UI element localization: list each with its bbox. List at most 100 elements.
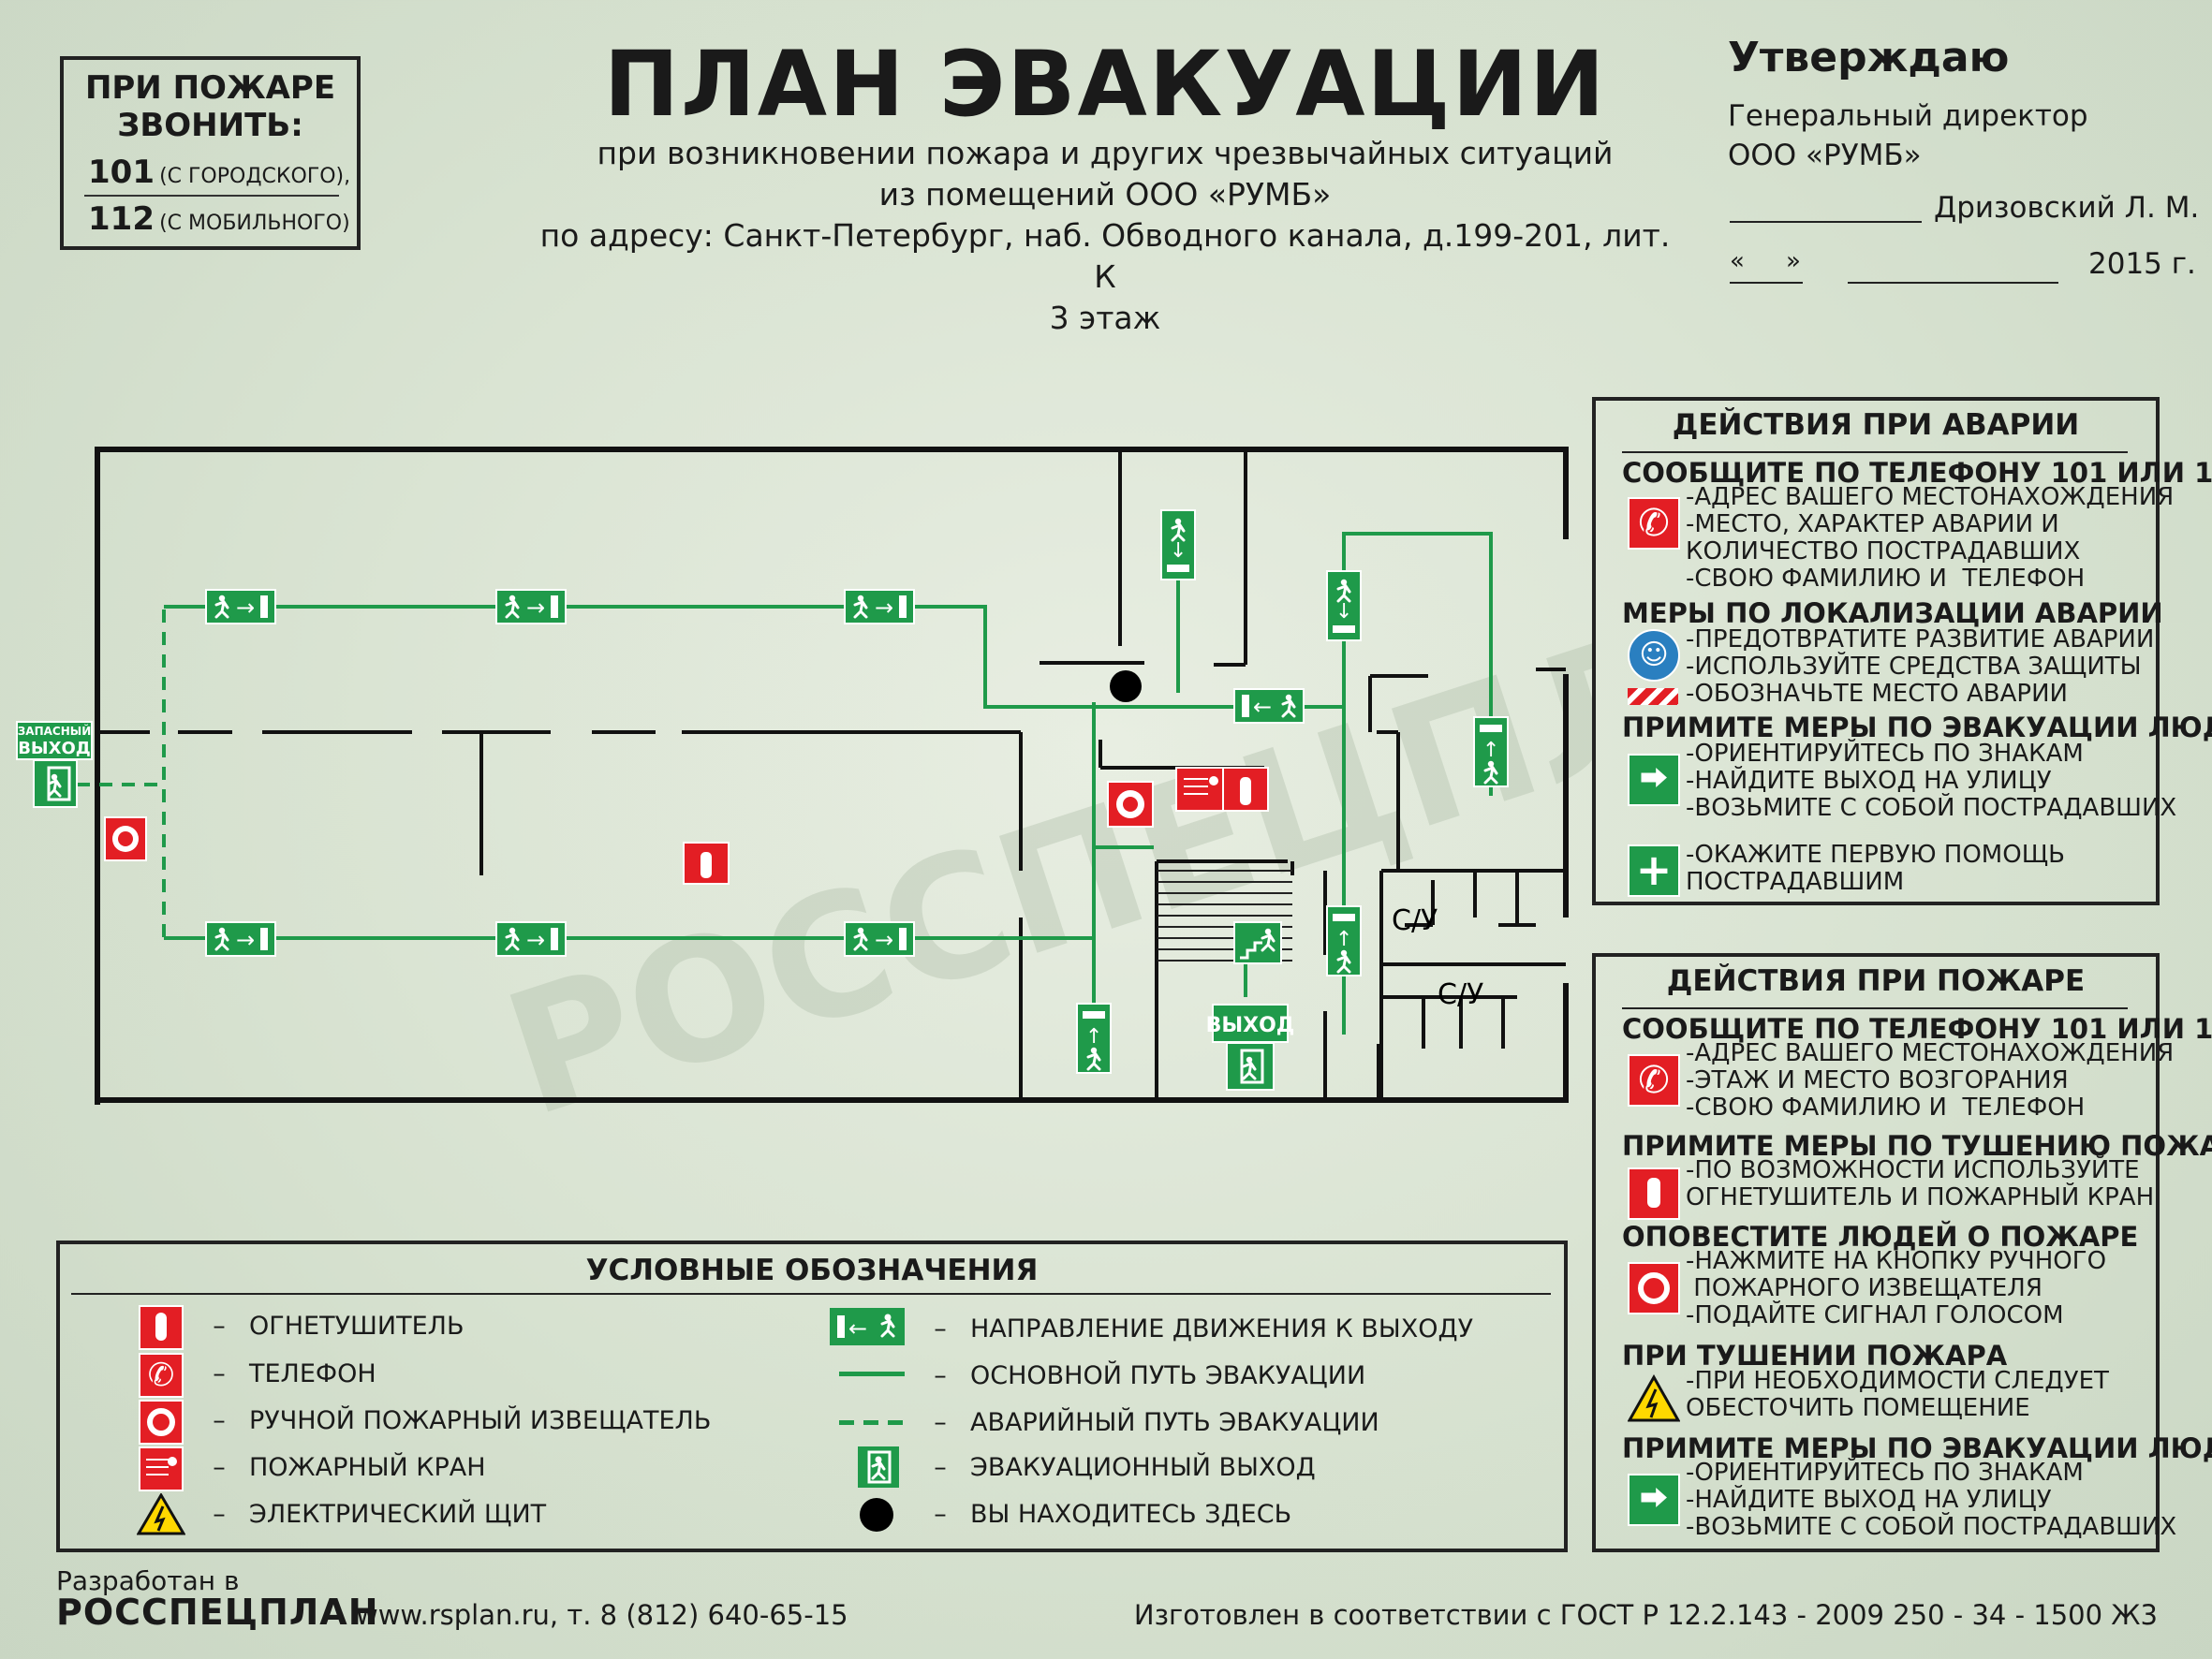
exit-icon: ⮕ xyxy=(1628,1474,1680,1526)
legend-dash: – xyxy=(934,1452,947,1482)
legend-extinguisher-icon xyxy=(139,1305,184,1350)
fire-extinguisher-icon xyxy=(1628,1167,1680,1220)
approval-name: Дризовский Л. М. xyxy=(1934,191,2200,225)
spare-exit: ЗАПАСНЫЙ ВЫХОД xyxy=(16,721,93,808)
fire-hydrant xyxy=(1175,767,1224,812)
page-subtitle-2: из помещений ООО «РУМБ» xyxy=(878,176,1332,213)
legend-electric-panel-icon xyxy=(136,1492,186,1536)
page-header: ПЛАН ЭВАКУАЦИИ при возникновении пожара … xyxy=(524,36,1686,339)
spare-exit-label-1: ЗАПАСНЫЙ xyxy=(18,724,91,738)
legend-dash: – xyxy=(213,1311,226,1341)
legend-item-you-are-here: ВЫ НАХОДИТЕСЬ ЗДЕСЬ xyxy=(970,1499,1292,1529)
date-close-quote: » xyxy=(1786,247,1801,275)
svg-text:↑: ↑ xyxy=(1482,739,1499,762)
fire-t2: -ПО ВОЗМОЖНОСТИ ИСПОЛЬЗУЙТЕ ОГНЕТУШИТЕЛЬ… xyxy=(1686,1156,2155,1211)
developer-logo-text: РОССПЕЦПЛАН xyxy=(56,1592,379,1633)
svg-text:↑: ↑ xyxy=(1335,928,1352,951)
main-exit: ВЫХОД xyxy=(1206,1004,1295,1091)
accident-title: ДЕЙСТВИЯ ПРИ АВАРИИ xyxy=(1672,408,2080,442)
legend-title: УСЛОВНЫЕ ОБОЗНАЧЕНИЯ xyxy=(585,1254,1039,1287)
svg-text:→: → xyxy=(236,927,255,953)
accident-t3: -ОРИЕНТИРУЙТЕСЬ ПО ЗНАКАМ -НАЙДИТЕ ВЫХОД… xyxy=(1686,740,2177,822)
page-address: по адресу: Санкт-Петербург, наб. Обводно… xyxy=(539,217,1671,295)
svg-text:→: → xyxy=(526,927,545,953)
svg-text:↑: ↑ xyxy=(1085,1025,1102,1049)
svg-text:→: → xyxy=(236,595,255,621)
date-open-quote: « xyxy=(1730,247,1745,275)
accident-t1: -АДРЕС ВАШЕГО МЕСТОНАХОЖДЕНИЯ -МЕСТО, ХА… xyxy=(1686,483,2175,593)
svg-text:→: → xyxy=(875,927,893,953)
emergency-line2: ЗВОНИТЬ: xyxy=(117,107,303,144)
legend-you-are-here-icon xyxy=(860,1498,893,1532)
fire-t5: -ОРИЕНТИРУЙТЕСЬ ПО ЗНАКАМ -НАЙДИТЕ ВЫХОД… xyxy=(1686,1459,2177,1541)
legend-dash: – xyxy=(934,1360,947,1390)
legend-emergency-path-icon xyxy=(839,1420,905,1425)
svg-text:→: → xyxy=(526,595,545,621)
staircase xyxy=(1158,870,1292,962)
fire-t1: -АДРЕС ВАШЕГО МЕСТОНАХОЖДЕНИЯ -ЭТАЖ И МЕ… xyxy=(1686,1039,2175,1122)
legend-item-extinguisher: ОГНЕТУШИТЕЛЬ xyxy=(249,1311,465,1341)
protective-mask-icon: ☺ xyxy=(1628,629,1680,682)
accident-t2a: -ПРЕДОТВРАТИТЕ РАЗВИТИЕ АВАРИИ -ИСПОЛЬЗУ… xyxy=(1686,625,2155,681)
legend-hydrant-icon xyxy=(139,1446,184,1491)
wc-label-2: С/У xyxy=(1438,978,1483,1011)
legend-dash: – xyxy=(934,1407,947,1437)
legend-main-path-icon xyxy=(839,1372,905,1376)
legend-item-emergency-path: АВАРИЙНЫЙ ПУТЬ ЭВАКУАЦИИ xyxy=(970,1407,1379,1437)
legend-dash: – xyxy=(213,1499,226,1529)
fire-alarm-call-points xyxy=(104,781,1154,861)
footer-gost: Изготовлен в соответствии с ГОСТ Р 12.2.… xyxy=(1133,1599,2158,1631)
page-subtitle-1: при возникновении пожара и других чрезвы… xyxy=(597,135,1614,171)
accident-h1: СООБЩИТЕ ПО ТЕЛЕФОНУ 101 ИЛИ 112 xyxy=(1622,457,2212,489)
approval-block: Утверждаю Генеральный директор ООО «РУМБ… xyxy=(1728,34,2200,296)
accident-t2b: -ОБОЗНАЧЬТЕ МЕСТО АВАРИИ xyxy=(1686,680,2069,708)
emergency-num2-note: (С МОБИЛЬНОГО) xyxy=(159,212,350,235)
fire-t4: -ПРИ НЕОБХОДИМОСТИ СЛЕДУЕТ ОБЕСТОЧИТЬ ПО… xyxy=(1686,1367,2109,1422)
svg-text:←: ← xyxy=(1253,694,1272,720)
legend-item-exit: ЭВАКУАЦИОННЫЙ ВЫХОД xyxy=(970,1452,1316,1482)
approval-title: Утверждаю xyxy=(1728,34,2010,81)
phone-icon: ✆ xyxy=(1628,497,1680,550)
approval-company: ООО «РУМБ» xyxy=(1728,139,1922,172)
legend-dash: – xyxy=(213,1452,226,1482)
footer-contacts: www.rsplan.ru, т. 8 (812) 640-65-15 xyxy=(356,1599,848,1631)
date-month-line xyxy=(1848,282,2058,284)
legend-item-direction: НАПРАВЛЕНИЕ ДВИЖЕНИЯ К ВЫХОДУ xyxy=(970,1314,1474,1343)
wc-label-1: С/У xyxy=(1392,904,1438,937)
signature-line xyxy=(1730,221,1922,223)
emergency-num2: 112 xyxy=(88,200,155,238)
fire-actions-panel: ДЕЙСТВИЯ ПРИ ПОЖАРЕ СООБЩИТЕ ПО ТЕЛЕФОНУ… xyxy=(1592,953,2212,1552)
main-exit-label: ВЫХОД xyxy=(1206,1014,1295,1037)
spare-exit-label-2: ВЫХОД xyxy=(18,739,91,758)
emergency-num1: 101 xyxy=(88,154,155,191)
legend-item-electric-panel: ЭЛЕКТРИЧЕСКИЙ ЩИТ xyxy=(249,1499,547,1529)
fire-h3: ОПОВЕСТИТЕ ЛЮДЕЙ О ПОЖАРЕ xyxy=(1622,1221,2139,1253)
accident-actions-panel: ДЕЙСТВИЯ ПРИ АВАРИИ СООБЩИТЕ ПО ТЕЛЕФОНУ… xyxy=(1592,397,2212,905)
fire-title: ДЕЙСТВИЯ ПРИ ПОЖАРЕ xyxy=(1666,964,2086,998)
legend-dash: – xyxy=(934,1314,947,1343)
approval-role: Генеральный директор xyxy=(1728,99,2088,133)
fire-h2: ПРИМИТЕ МЕРЫ ПО ТУШЕНИЮ ПОЖАРА xyxy=(1622,1130,2212,1162)
page-title: ПЛАН ЭВАКУАЦИИ xyxy=(603,32,1607,137)
svg-text:↓: ↓ xyxy=(1170,539,1187,563)
you-are-here-marker xyxy=(1110,670,1142,702)
legend-item-phone: ТЕЛЕФОН xyxy=(249,1358,376,1388)
inner-walls xyxy=(97,449,1566,1100)
legend-call-point-icon xyxy=(139,1400,184,1445)
building-walls xyxy=(95,447,1569,1105)
accident-h3: ПРИМИТЕ МЕРЫ ПО ЭВАКУАЦИИ ЛЮДЕЙ xyxy=(1622,712,2212,743)
accident-t4: -ОКАЖИТЕ ПЕРВУЮ ПОМОЩЬ ПОСТРАДАВШИМ xyxy=(1686,841,2065,896)
legend-item-main-path: ОСНОВНОЙ ПУТЬ ЭВАКУАЦИИ xyxy=(970,1360,1366,1390)
legend-phone-icon: ✆ xyxy=(139,1353,184,1398)
legend-item-hydrant: ПОЖАРНЫЙ КРАН xyxy=(249,1452,486,1482)
approval-year: 2015 г. xyxy=(2088,247,2196,281)
svg-text:→: → xyxy=(875,595,893,621)
legend-exit-icon xyxy=(858,1446,899,1488)
emergency-line1: ПРИ ПОЖАРЕ xyxy=(84,69,336,107)
date-day-line xyxy=(1730,282,1803,284)
accident-h2: МЕРЫ ПО ЛОКАЛИЗАЦИИ АВАРИИ xyxy=(1622,597,2163,629)
legend-item-call-point: РУЧНОЙ ПОЖАРНЫЙ ИЗВЕЩАТЕЛЬ xyxy=(249,1405,712,1435)
fire-h1: СООБЩИТЕ ПО ТЕЛЕФОНУ 101 ИЛИ 112 xyxy=(1622,1013,2212,1045)
exit-icon: ⮕ xyxy=(1628,754,1680,806)
legend-dash: – xyxy=(213,1405,226,1435)
